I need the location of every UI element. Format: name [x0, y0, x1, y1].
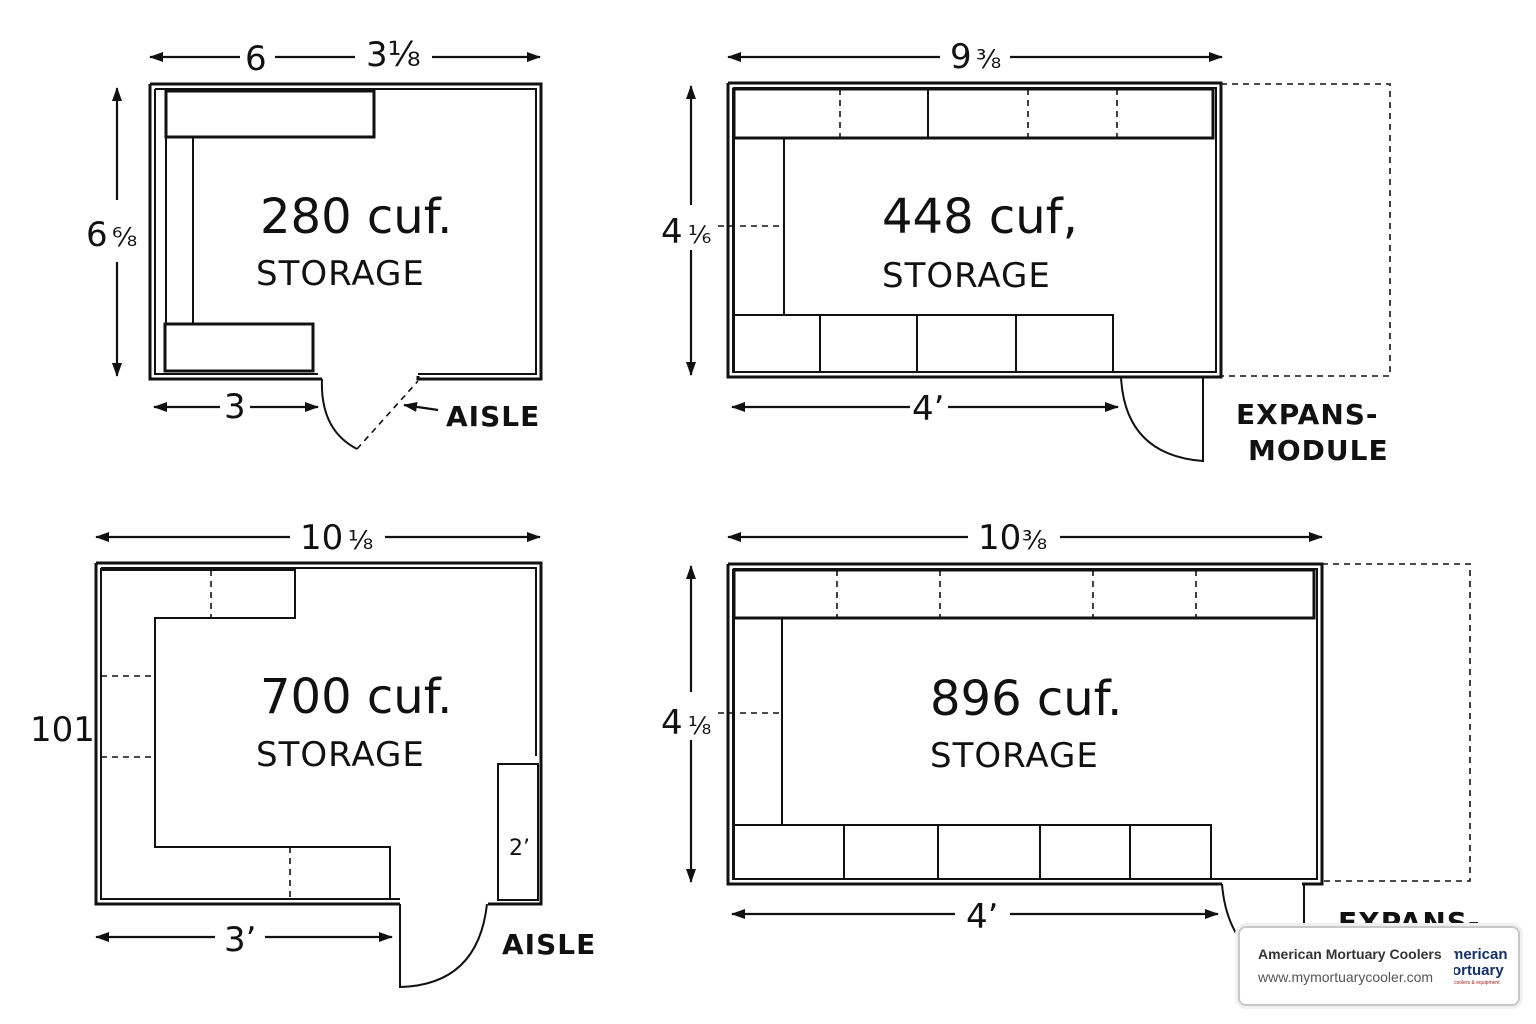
shelf-top: [164, 89, 376, 139]
wall-outer: [96, 561, 543, 756]
dim-top-left: 6: [245, 39, 267, 79]
dim-left-main: 6: [86, 215, 108, 255]
dim-bottom: 4’: [912, 389, 944, 429]
aisle-label: AISLE: [502, 928, 596, 961]
dim-top-main: 10: [300, 518, 343, 558]
dim-top-frac: ¹⁄₈: [348, 526, 373, 556]
storage-label: STORAGE: [256, 735, 425, 775]
plan-280: 6 3⅛ 6 ⁶⁄₈ 280 cuf. STORAGE 3 AISLE: [86, 35, 543, 450]
wall-inner-left: [154, 89, 318, 375]
wall-inner: [155, 88, 537, 375]
dim-bottom: 4’: [966, 897, 998, 937]
brand-logo-line2: ortuary: [1454, 962, 1504, 979]
brand-watermark: American Mortuary Coolers www.mymortuary…: [1238, 926, 1520, 1006]
dim-top-frac: ³⁄₈: [1022, 526, 1047, 556]
shelf-top: [732, 87, 1215, 140]
wall-outer-left: [726, 83, 1121, 379]
storage-label: STORAGE: [930, 736, 1099, 776]
expansion-module-outline: [1221, 83, 1391, 377]
wall-inner: [101, 567, 537, 756]
plan-896: 10 ³⁄₈ 4 ¹⁄₈ 896 cuf. STORAGE 4’: [661, 518, 1480, 961]
aisle-label: AISLE: [446, 400, 540, 433]
brand-url: www.mymortuarycooler.com: [1258, 969, 1434, 985]
dim-left-frac: ⁶⁄₈: [112, 223, 137, 253]
shelf-side: [497, 763, 539, 901]
brand-name: American Mortuary Coolers: [1258, 946, 1442, 962]
wall-outer: [150, 82, 543, 381]
shelf-dim: 2’: [509, 836, 530, 861]
capacity-label: 280 cuf.: [260, 189, 452, 245]
wall-outer-left: [148, 84, 322, 381]
wall-outer: [728, 81, 1223, 379]
storage-label: STORAGE: [882, 256, 1051, 296]
dim-top-main: 9: [950, 37, 972, 77]
brand-logo-line3: coolers & equipment: [1454, 980, 1500, 986]
dim-left-main: 4: [661, 212, 683, 252]
brand-logo: merican ortuary coolers & equipment: [1454, 942, 1508, 994]
expansion-module-outline: [1322, 563, 1471, 882]
door-swing: [320, 378, 358, 450]
shelf-left: [733, 617, 783, 826]
wall-outer-left: [94, 563, 400, 906]
capacity-label: 700 cuf.: [260, 669, 452, 725]
plan-700: 10 ¹⁄₈ 101 2’ 700 cuf. STORAGE 3’ AISLE: [30, 518, 596, 989]
dim-left-frac: ¹⁄₆: [688, 221, 711, 249]
wall-outer-left: [726, 564, 1222, 886]
dim-top-frac: ³⁄₈: [976, 45, 1001, 75]
brand-logo-line1: merican: [1454, 946, 1508, 963]
dim-bottom: 3: [224, 387, 246, 427]
aisle-arrow: [403, 401, 439, 412]
expansion-label-2: MODULE: [1248, 434, 1389, 467]
dim-top-right: 3⅛: [366, 35, 421, 75]
dim-top-main: 10: [978, 518, 1021, 558]
expansion-label-1: EXPANS-: [1236, 398, 1379, 431]
dim-left-frac: ¹⁄₈: [688, 712, 711, 740]
dim-left-main: 4: [661, 703, 683, 743]
wall-inner-left: [100, 568, 400, 900]
dim-bottom: 3’: [224, 920, 256, 960]
door-swing: [399, 903, 488, 989]
shelf-bottom: [733, 314, 1114, 373]
shelf-l-shape: [101, 569, 391, 899]
wall-outer: [728, 562, 1324, 886]
shelf-top: [732, 568, 1316, 620]
shelf-bottom: [163, 322, 315, 373]
shelf-bottom: [733, 824, 1212, 880]
capacity-label: 896 cuf.: [930, 671, 1122, 727]
plan-448: 9 ³⁄₈ 4 ¹⁄₆ 448 cuf, STORAGE 4’ EXPAN: [661, 37, 1391, 467]
dim-left: 101: [30, 710, 95, 750]
storage-label: STORAGE: [256, 254, 425, 294]
capacity-label: 448 cuf,: [882, 189, 1078, 245]
wall-outer-right: [488, 756, 543, 906]
door-dashed-line: [356, 380, 419, 450]
shelf-left: [165, 136, 194, 325]
door-swing: [1120, 376, 1204, 463]
